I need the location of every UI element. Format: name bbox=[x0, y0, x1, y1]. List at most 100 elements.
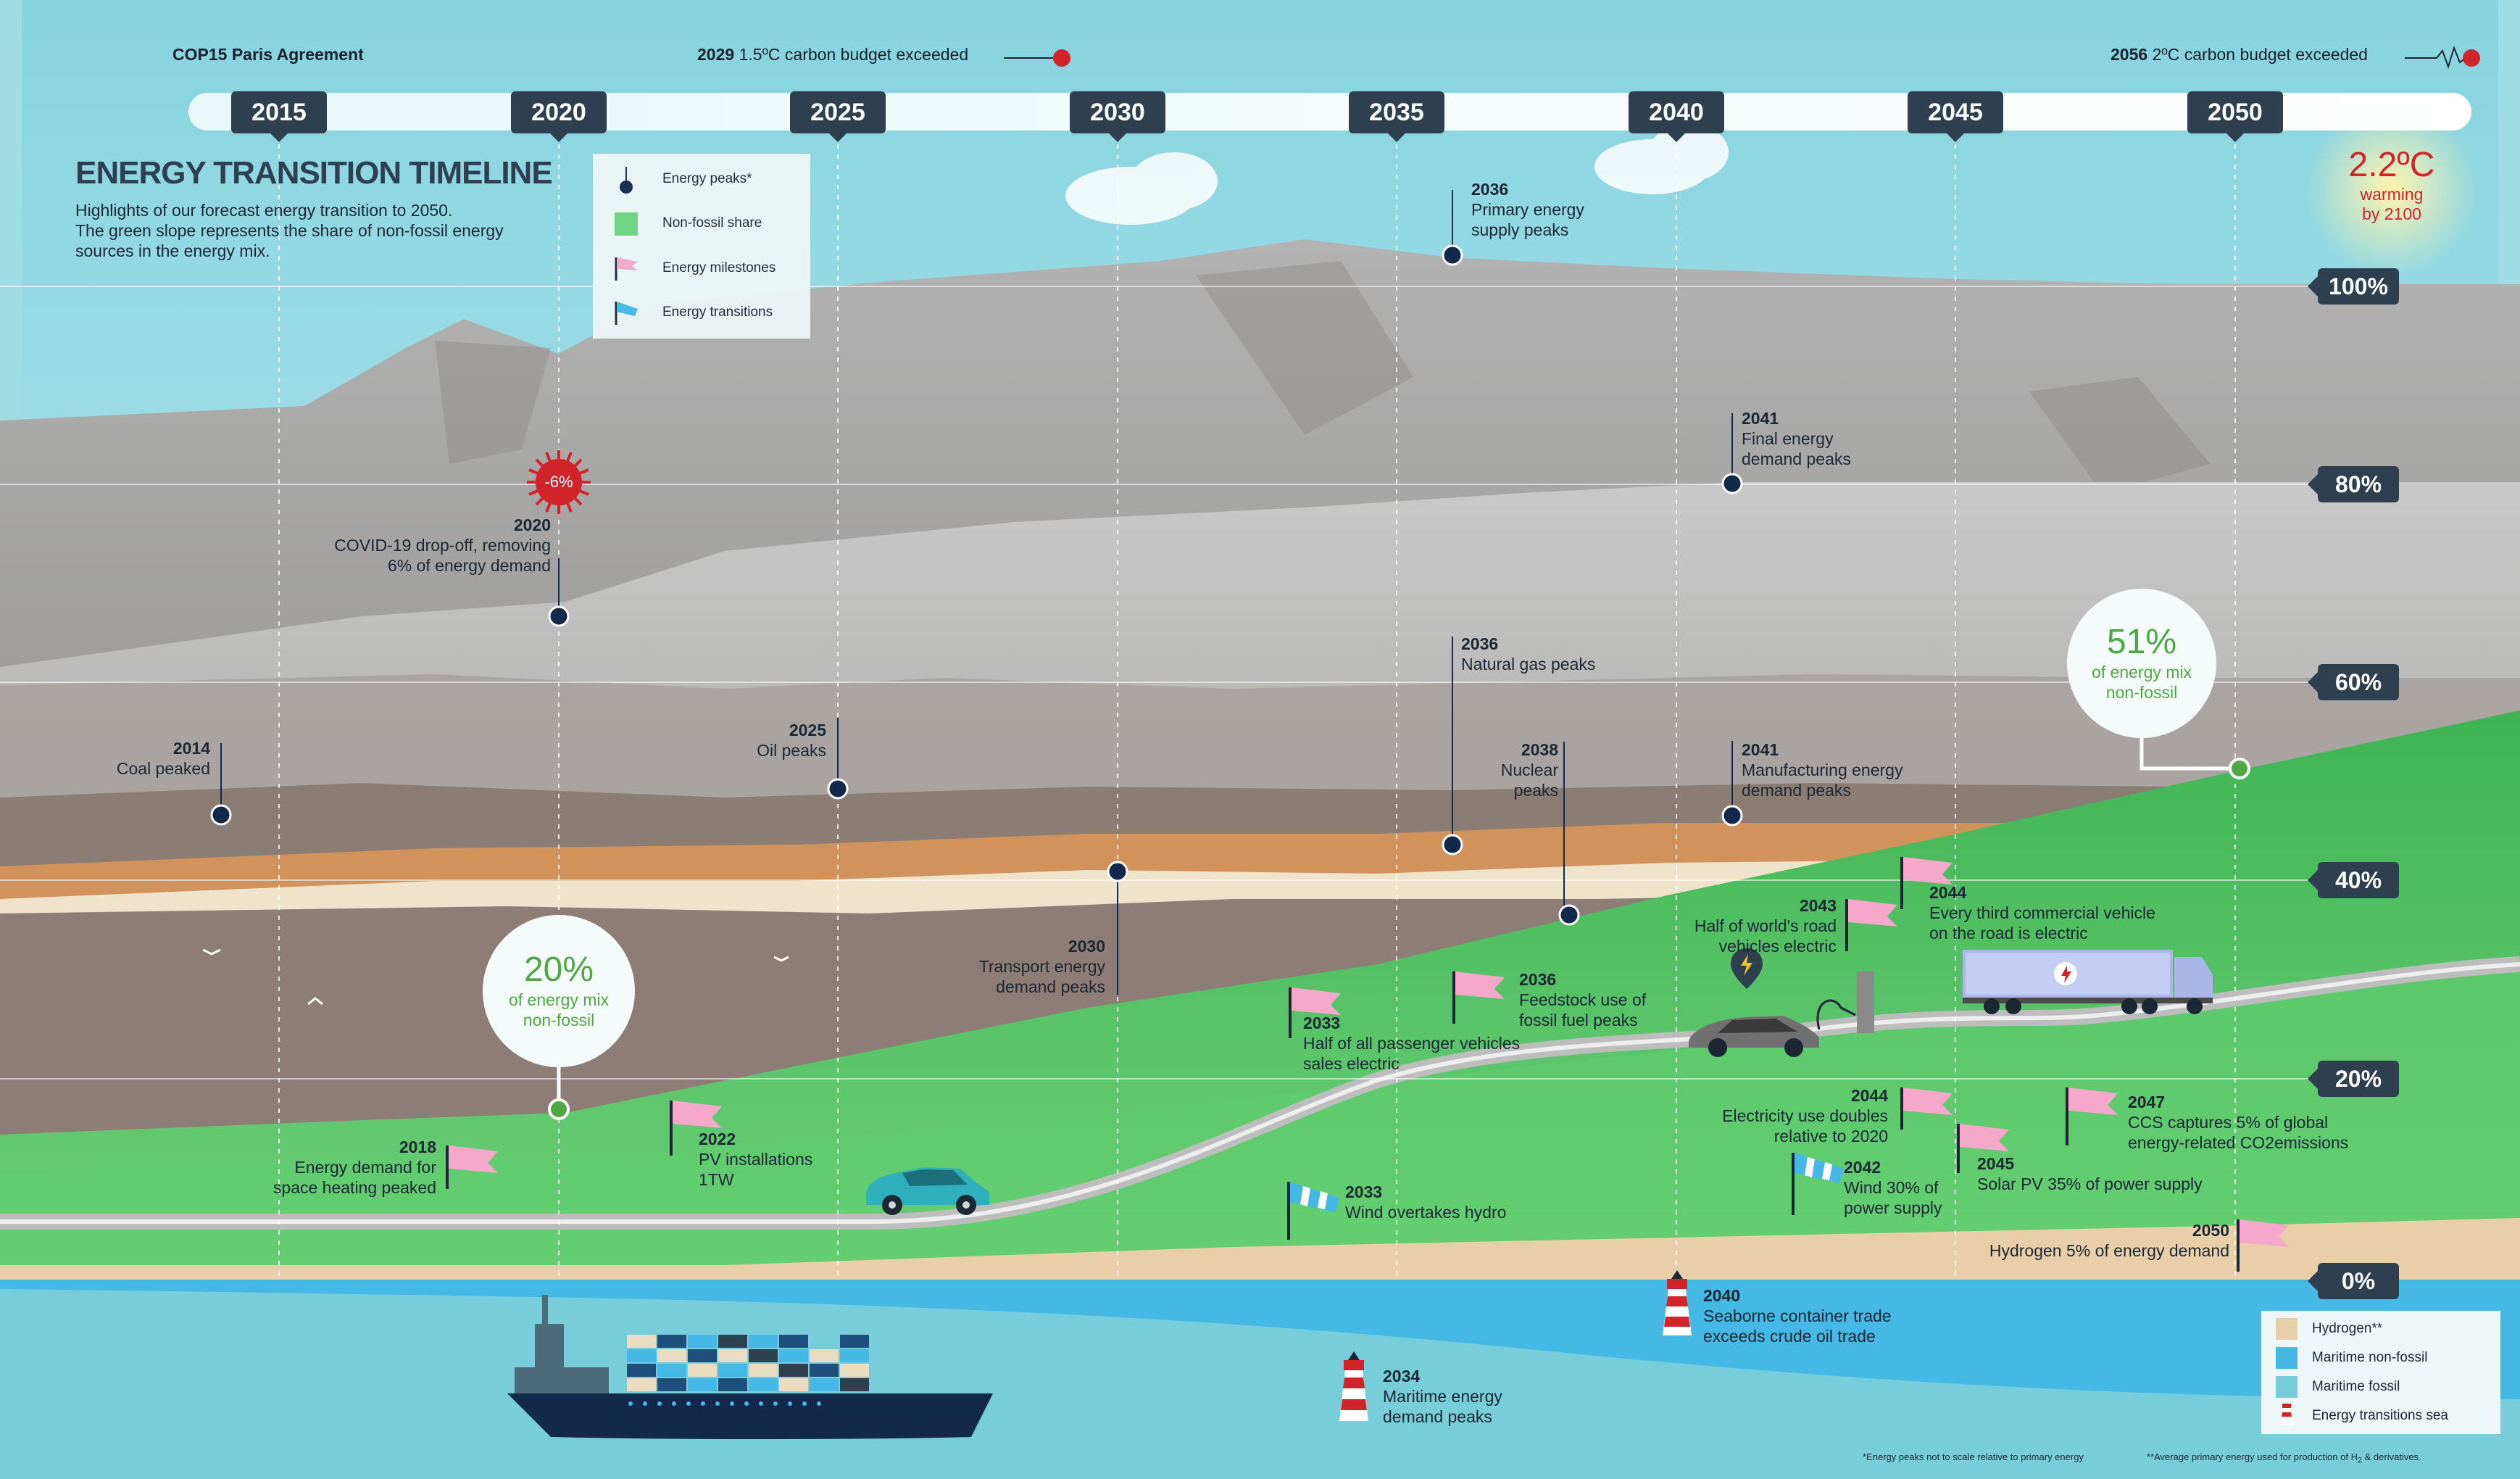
containers bbox=[627, 1335, 869, 1391]
car-icon bbox=[866, 1167, 989, 1215]
footnote-hydrogen: **Average primary energy used for produc… bbox=[2147, 1451, 2421, 1465]
peak-dot-icon bbox=[1442, 244, 1463, 266]
peak-dot-icon bbox=[210, 804, 232, 826]
lighthouse-icon bbox=[1339, 1351, 1368, 1421]
carbon-budget-15-note: 2029 1.5ºC carbon budget exceeded bbox=[697, 45, 969, 64]
clouds bbox=[1065, 123, 2044, 457]
year-tag: 2035 bbox=[1349, 91, 1444, 142]
hydrogen-strip bbox=[0, 1218, 2520, 1290]
peak-dot-icon bbox=[1721, 805, 1743, 826]
windsock-icon bbox=[615, 302, 638, 325]
warming-indicator: 2.2ºC warming by 2100 bbox=[2348, 146, 2435, 223]
hydrogen-swatch-icon bbox=[2276, 1318, 2297, 1340]
peak-dot-icon bbox=[1442, 834, 1463, 856]
sun-glow bbox=[2305, 102, 2479, 276]
percent-tag: 80% bbox=[2308, 466, 2399, 502]
pink-flag-icon bbox=[446, 1146, 498, 1189]
mountain-shading bbox=[435, 261, 2211, 493]
non-fossil-dot-icon bbox=[2229, 758, 2250, 779]
covid-virus-icon bbox=[527, 450, 591, 514]
c2-marker-icon bbox=[2463, 49, 2480, 67]
electric-car-icon bbox=[1689, 1016, 1819, 1057]
windsock-group bbox=[1287, 1153, 1844, 1240]
legend: Energy peaks* Non-fossil share Energy mi… bbox=[593, 154, 810, 339]
container-ship-icon bbox=[507, 1295, 993, 1439]
peak-stems bbox=[220, 190, 1733, 995]
pink-flag-icon bbox=[2066, 1088, 2118, 1146]
windsock-icon bbox=[1792, 1153, 1844, 1215]
peak-dot-icon bbox=[548, 605, 570, 627]
peak-dot-icon bbox=[1721, 473, 1743, 494]
birds bbox=[202, 948, 789, 1006]
lighthouse-icon bbox=[2280, 1404, 2293, 1425]
electric-truck-icon bbox=[1963, 950, 2213, 1014]
c15-marker-icon bbox=[1053, 49, 1070, 67]
pink-flag-icon bbox=[1900, 857, 1953, 909]
timeline-band bbox=[188, 93, 2471, 130]
lighthouse-icon bbox=[1663, 1270, 1692, 1335]
charge-pin-icon bbox=[1731, 948, 1763, 989]
non-fossil-bubble-2050: 51% of energy mix non-fossil bbox=[2067, 589, 2216, 738]
footnote-peaks: *Energy peaks not to scale relative to p… bbox=[1863, 1451, 2084, 1462]
sea-legend: Hydrogen** Maritime non-fossil Maritime … bbox=[2261, 1311, 2500, 1434]
page-title: ENERGY TRANSITION TIMELINE bbox=[75, 155, 553, 191]
percent-gridlines bbox=[0, 286, 2312, 1080]
year-tag: 2050 bbox=[2187, 91, 2283, 142]
non-fossil-dot-icon bbox=[548, 1098, 570, 1120]
charger-icon bbox=[1816, 972, 1874, 1033]
covid-badge: -6% bbox=[544, 473, 573, 491]
cop15-note: COP15 Paris Agreement bbox=[172, 45, 364, 64]
peak-dot-icon bbox=[827, 778, 849, 800]
year-tag: 2030 bbox=[1070, 91, 1165, 142]
sea-non-fossil bbox=[0, 1280, 2520, 1399]
milestone-flags bbox=[446, 857, 2289, 1272]
non-fossil-bubble-2020: 20% of energy mix non-fossil bbox=[483, 915, 635, 1067]
pink-flag-icon bbox=[670, 1101, 722, 1156]
pink-flag-icon bbox=[1289, 987, 1341, 1038]
year-gridlines bbox=[278, 134, 2236, 1276]
carbon-budget-2-note: 2056 2ºC carbon budget exceeded bbox=[2111, 45, 2368, 64]
windsock-icon bbox=[1287, 1182, 1339, 1240]
pink-flag-icon bbox=[1957, 1124, 2009, 1173]
pink-flag-icon bbox=[2237, 1219, 2289, 1272]
green-swatch-icon bbox=[615, 212, 638, 236]
year-tag: 2020 bbox=[511, 91, 607, 142]
year-tag: 2025 bbox=[790, 91, 886, 142]
peak-dot-icon bbox=[1107, 861, 1128, 882]
year-tag: 2040 bbox=[1629, 91, 1724, 142]
percent-tag: 20% bbox=[2308, 1061, 2399, 1097]
percent-tag: 60% bbox=[2308, 664, 2399, 700]
peak-dot-icon bbox=[1558, 904, 1580, 926]
percent-tag: 40% bbox=[2308, 862, 2399, 898]
year-tag: 2015 bbox=[231, 91, 327, 142]
percent-tag: 0% bbox=[2308, 1263, 2399, 1299]
pink-flag-icon bbox=[1452, 972, 1505, 1024]
pink-flag-icon bbox=[1845, 899, 1897, 951]
year-tag: 2045 bbox=[1908, 91, 2003, 142]
percent-tag: 100% bbox=[2308, 268, 2399, 304]
maritime-non-fossil-swatch-icon bbox=[2276, 1347, 2297, 1369]
pink-flag-icon bbox=[1900, 1088, 1953, 1130]
